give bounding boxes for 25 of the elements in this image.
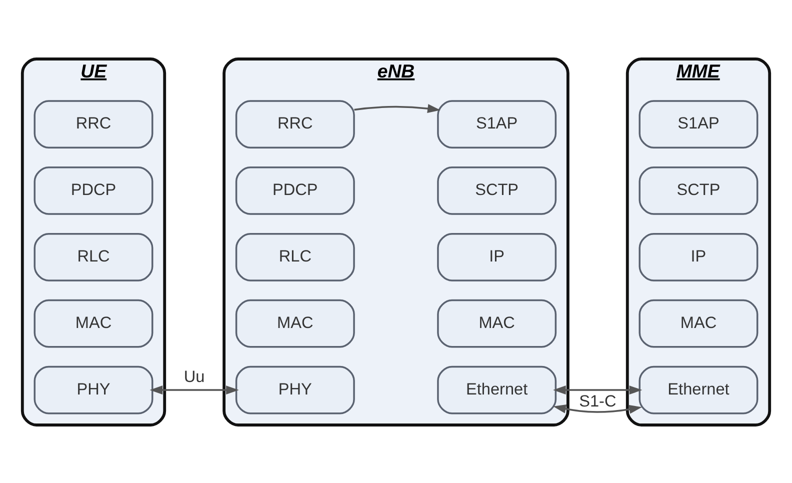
node-box: IP: [437, 232, 557, 281]
node-box: MAC: [34, 298, 154, 348]
node-box: PHY: [34, 365, 154, 414]
arrow: [553, 385, 642, 414]
node-box: MAC: [437, 298, 557, 348]
node-box: S1AP: [638, 100, 758, 148]
node-box: SCTP: [437, 166, 557, 214]
node-box: IP: [638, 232, 758, 281]
node-box: RRC: [34, 100, 154, 148]
node-box: MAC: [638, 298, 758, 348]
node-box: Ethernet: [437, 365, 557, 414]
node-box: SCTP: [638, 166, 758, 214]
node-box: S1AP: [437, 100, 557, 148]
node-box: PDCP: [34, 166, 154, 214]
node-box: MAC: [235, 298, 355, 348]
arrow: [354, 104, 440, 112]
node-box: Ethernet: [638, 365, 758, 414]
edge-label: Uu: [184, 368, 205, 386]
edge-label: S1-C: [579, 392, 616, 410]
node-box: PHY: [235, 365, 355, 414]
node-box: PDCP: [235, 166, 355, 214]
arrow: [150, 385, 239, 394]
node-box: RLC: [235, 232, 355, 281]
node-box: RLC: [34, 232, 154, 281]
node-box: RRC: [235, 100, 355, 148]
